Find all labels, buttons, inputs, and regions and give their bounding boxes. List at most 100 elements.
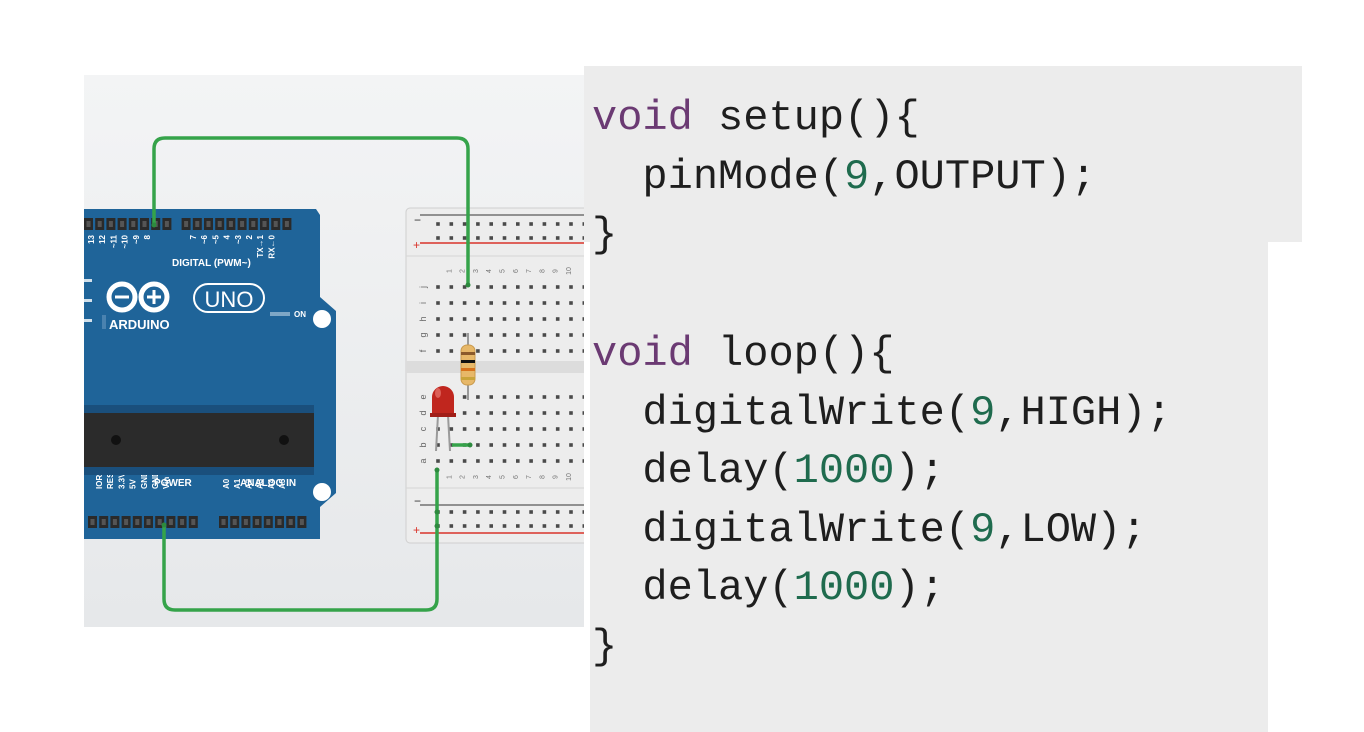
column-number: 2: [460, 269, 467, 273]
pin-label: 2: [245, 234, 254, 239]
column-number: 2: [460, 475, 467, 479]
wire-endpoints: [151, 222, 473, 529]
rail-plus-label-bottom: +: [413, 523, 420, 537]
row-letter: h: [418, 316, 428, 321]
pin-label: 4: [223, 234, 232, 239]
arduino-logo-text: ARDUINO: [109, 317, 170, 332]
uno-model-text: UNO: [205, 287, 254, 312]
code-panel-loop-background: [590, 242, 1268, 732]
row-letter: i: [418, 302, 428, 304]
loop-line-1: void loop(){: [592, 330, 895, 378]
power-header-label: POWER: [154, 478, 193, 489]
signal-wire-pin9: [152, 136, 470, 285]
pin-label: RX←0: [267, 234, 276, 258]
uno-badge-outline: [193, 283, 265, 313]
row-letter: c: [418, 426, 428, 431]
pin-label: 12: [98, 234, 107, 243]
column-number: 3: [473, 269, 480, 273]
digital-header-label: DIGITAL (PWM~): [172, 258, 251, 269]
setup-line-3: }: [592, 211, 618, 260]
loop-line-4: digitalWrite(9,LOW);: [592, 505, 1147, 554]
rail-plus-label-top: +: [413, 238, 420, 252]
loop-line-2: digitalWrite(9,HIGH);: [592, 388, 1172, 437]
pin-label: A2: [244, 478, 253, 489]
pin-label: 3.3V: [117, 472, 126, 489]
pin-label: A5: [278, 478, 287, 489]
power-header: [88, 516, 198, 528]
pin-label: A1: [233, 478, 242, 489]
setup-line-1: void setup(){: [592, 94, 920, 142]
breadboard-holes: [436, 222, 584, 528]
column-number: 3: [473, 475, 480, 479]
rail-minus-label-bottom: −: [414, 494, 421, 508]
pin-label: GND: [140, 471, 149, 489]
microcontroller-chip: [84, 413, 314, 467]
pin-label: 13: [87, 234, 96, 243]
column-number: 10: [566, 473, 573, 481]
pin-label: A0: [222, 478, 231, 489]
pin-label: A3: [256, 478, 265, 489]
column-number: 4: [486, 269, 493, 273]
pin-label: 5V: [129, 479, 138, 489]
arduino-infinity-icon: [106, 281, 170, 313]
row-letter: f: [418, 349, 428, 352]
rail-minus-label-top: −: [414, 213, 421, 227]
setup-line-2: pinMode(9,OUTPUT);: [592, 152, 1097, 201]
resistor: [460, 333, 476, 400]
column-number: 8: [539, 475, 546, 479]
pin-label: ~11: [109, 234, 118, 248]
pin-label: 8: [143, 234, 152, 239]
pin-label: IOREF: [95, 464, 104, 489]
on-indicator: [270, 312, 290, 316]
analog-header-label: ANALOG IN: [240, 478, 296, 489]
digital-header: [84, 218, 292, 230]
column-number: 7: [526, 269, 533, 273]
mounting-hole: [313, 483, 331, 501]
pin-label: A4: [267, 478, 276, 489]
pin-label: ~10: [121, 234, 130, 248]
row-letter: g: [418, 332, 428, 337]
column-number: 10: [566, 267, 573, 275]
column-number: 5: [500, 269, 507, 273]
row-letter: a: [418, 458, 428, 463]
row-letter: b: [418, 442, 428, 447]
column-number: 5: [500, 475, 507, 479]
loop-line-3: delay(1000);: [592, 447, 945, 496]
pin-label: ~5: [211, 234, 220, 244]
pin-label: ~9: [132, 234, 141, 244]
column-number: 8: [539, 269, 546, 273]
analog-header: [219, 516, 307, 528]
pin-label: ~6: [200, 234, 209, 244]
setup-function-code: void setup(){ pinMode(9,OUTPUT); }: [592, 89, 1096, 265]
row-letter: j: [418, 286, 428, 289]
column-number: 9: [553, 269, 560, 273]
on-label: ON: [294, 310, 306, 319]
loop-function-code: void loop(){ digitalWrite(9,HIGH); delay…: [592, 325, 1172, 677]
pin-label: ~3: [234, 234, 243, 244]
row-letter: d: [418, 410, 428, 415]
column-number: 4: [486, 475, 493, 479]
column-number: 1: [446, 269, 453, 273]
pin-label: TX→1: [256, 234, 265, 257]
red-led: [430, 386, 456, 452]
pin-label: 7: [189, 234, 198, 239]
column-number: 9: [553, 475, 560, 479]
loop-line-5: delay(1000);: [592, 564, 945, 613]
pin-label: RESET: [106, 462, 115, 489]
pin-label: Vin: [162, 477, 171, 489]
mounting-hole: [313, 310, 331, 328]
column-number: 6: [513, 475, 520, 479]
pin-label: GND: [151, 471, 160, 489]
column-number: 7: [526, 475, 533, 479]
column-number: 1: [446, 475, 453, 479]
ground-wire: [162, 470, 439, 612]
column-number: 6: [513, 269, 520, 273]
loop-line-6: }: [592, 622, 618, 671]
